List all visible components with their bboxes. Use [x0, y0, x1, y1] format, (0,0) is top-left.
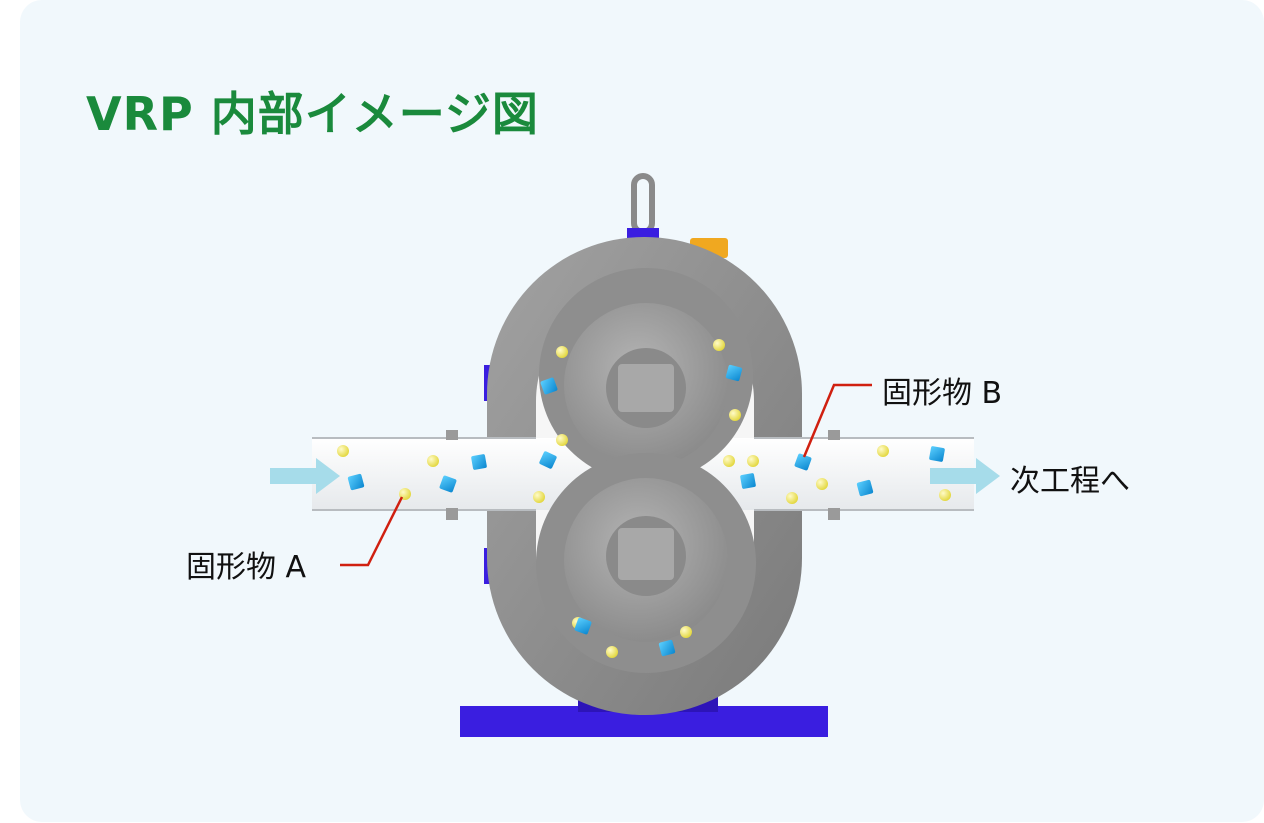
leader-line-solid-b [802, 383, 872, 458]
solid-a-particles [337, 339, 951, 658]
lower-rotor [536, 453, 756, 673]
inflow-arrow-icon [270, 458, 340, 494]
solid-a-label: 固形物 A [186, 550, 307, 585]
solid-b-label: 固形物 B [882, 376, 1003, 411]
leader-line-solid-a [340, 496, 404, 567]
eye-bolt [627, 173, 659, 242]
page-title: VRP 内部イメージ図 [86, 87, 539, 141]
outflow-arrow-icon [930, 458, 1000, 494]
upper-rotor [539, 268, 753, 482]
next-process-label: 次工程へ [1010, 464, 1130, 499]
solid-b-particles [347, 364, 945, 657]
